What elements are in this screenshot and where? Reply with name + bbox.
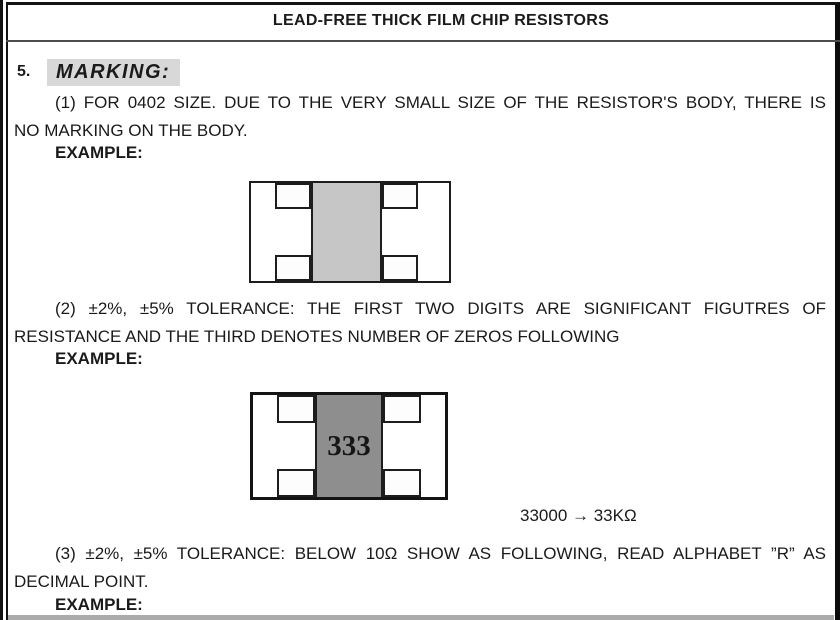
- section-title: MARKING:: [47, 59, 181, 86]
- item3-text-line1: (3) ±2%, ±5% TOLERANCE: BELOW 10Ω SHOW A…: [55, 544, 826, 563]
- page-left-edge-line: [0, 0, 3, 620]
- document-header: LEAD-FREE THICK FILM CHIP RESISTORS: [6, 2, 840, 42]
- bottom-cutoff-band: [8, 615, 834, 620]
- item3-text-line2: DECIMAL POINT.: [14, 572, 149, 591]
- item1-text-line1: (1) FOR 0402 SIZE. DUE TO THE VERY SMALL…: [55, 93, 826, 112]
- item2-text-line1: (2) ±2%, ±5% TOLERANCE: THE FIRST TWO DI…: [55, 299, 826, 318]
- item2-text-line2: RESISTANCE AND THE THIRD DENOTES NUMBER …: [14, 327, 620, 346]
- chip-resistor-diagram-unmarked: [249, 181, 451, 283]
- termination-notch-bottom-left: [275, 255, 311, 281]
- termination-notch-bottom-right: [383, 469, 421, 497]
- item3-example-label: EXAMPLE:: [55, 595, 143, 614]
- item2-example-label: EXAMPLE:: [55, 349, 143, 368]
- chip-resistor-diagram-333: 333: [250, 392, 448, 500]
- termination-notch-bottom-right: [382, 255, 418, 281]
- termination-notch-top-right: [382, 183, 418, 209]
- termination-notch-top-left: [277, 395, 315, 423]
- resistor-marking-333: 333: [327, 429, 371, 462]
- termination-notch-top-right: [383, 395, 421, 423]
- termination-notch-bottom-left: [277, 469, 315, 497]
- page-title: LEAD-FREE THICK FILM CHIP RESISTORS: [272, 12, 610, 29]
- resistor-body-unmarked: [311, 183, 382, 281]
- resistance-conversion-text: 33000 → 33KΩ: [520, 506, 637, 525]
- item1-text-line2: NO MARKING ON THE BODY.: [14, 121, 248, 140]
- document-frame: [6, 2, 840, 620]
- item1-example-label: EXAMPLE:: [55, 143, 143, 162]
- section-number: 5.: [17, 63, 31, 80]
- resistor-body-marked: 333: [315, 395, 383, 497]
- termination-notch-top-left: [275, 183, 311, 209]
